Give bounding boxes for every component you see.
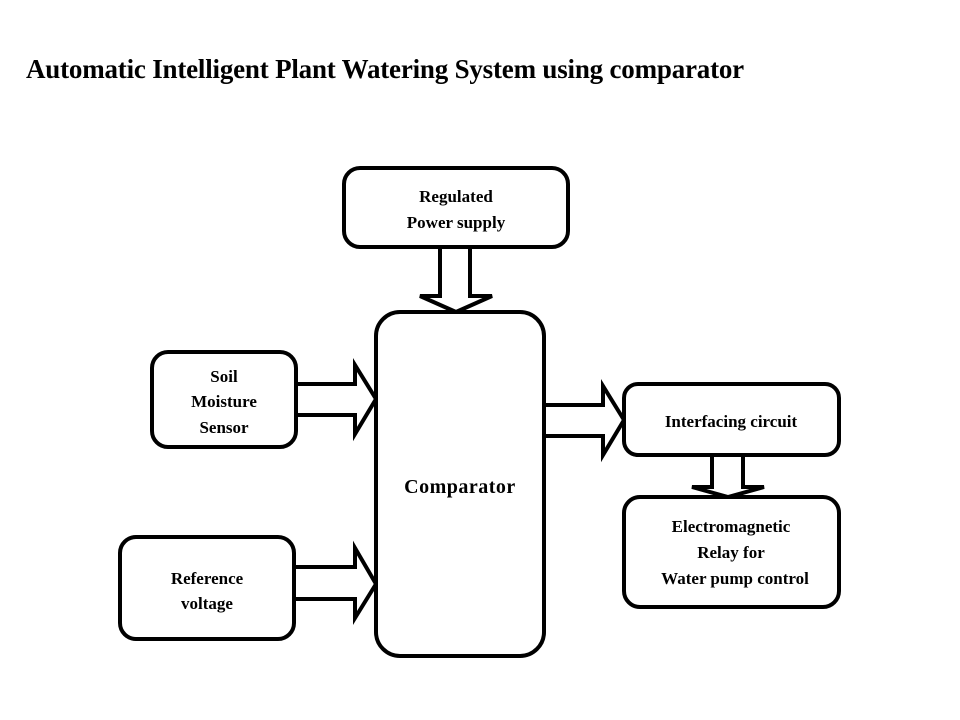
- block-comparator: Comparator: [374, 310, 546, 658]
- block-soil-moisture-sensor: Soil Moisture Sensor: [150, 350, 298, 449]
- arrow-interfacing-to-relay: [691, 455, 765, 500]
- block-relay: Electromagnetic Relay for Water pump con…: [622, 495, 841, 609]
- power-supply-label-line-1: Regulated: [419, 187, 493, 206]
- diagram-title: Automatic Intelligent Plant Watering Sys…: [26, 54, 744, 84]
- soil-sensor-label-line-1: Soil: [210, 367, 238, 386]
- soil-sensor-label-line-3: Sensor: [199, 418, 249, 437]
- block-interfacing-circuit: Interfacing circuit: [622, 382, 841, 457]
- reference-voltage-label-line-1: Reference: [171, 569, 244, 588]
- reference-voltage-label-line-2: voltage: [181, 594, 233, 613]
- soil-sensor-label-line-2: Moisture: [191, 392, 257, 411]
- arrow-sensor-to-comparator: [296, 357, 379, 442]
- relay-label-line-2: Relay for: [697, 543, 765, 562]
- block-power-supply: Regulated Power supply: [342, 166, 570, 249]
- comparator-label: Comparator: [404, 476, 516, 498]
- arrow-power-to-comparator: [419, 246, 493, 315]
- arrow-comparator-to-interfacing: [544, 378, 627, 463]
- arrow-reference-to-comparator: [294, 540, 379, 626]
- relay-label-line-1: Electromagnetic: [672, 517, 791, 536]
- block-reference-voltage: Reference voltage: [118, 535, 296, 641]
- relay-label-line-3: Water pump control: [661, 569, 809, 588]
- power-supply-label-line-2: Power supply: [407, 213, 506, 232]
- interfacing-circuit-label: Interfacing circuit: [665, 412, 798, 431]
